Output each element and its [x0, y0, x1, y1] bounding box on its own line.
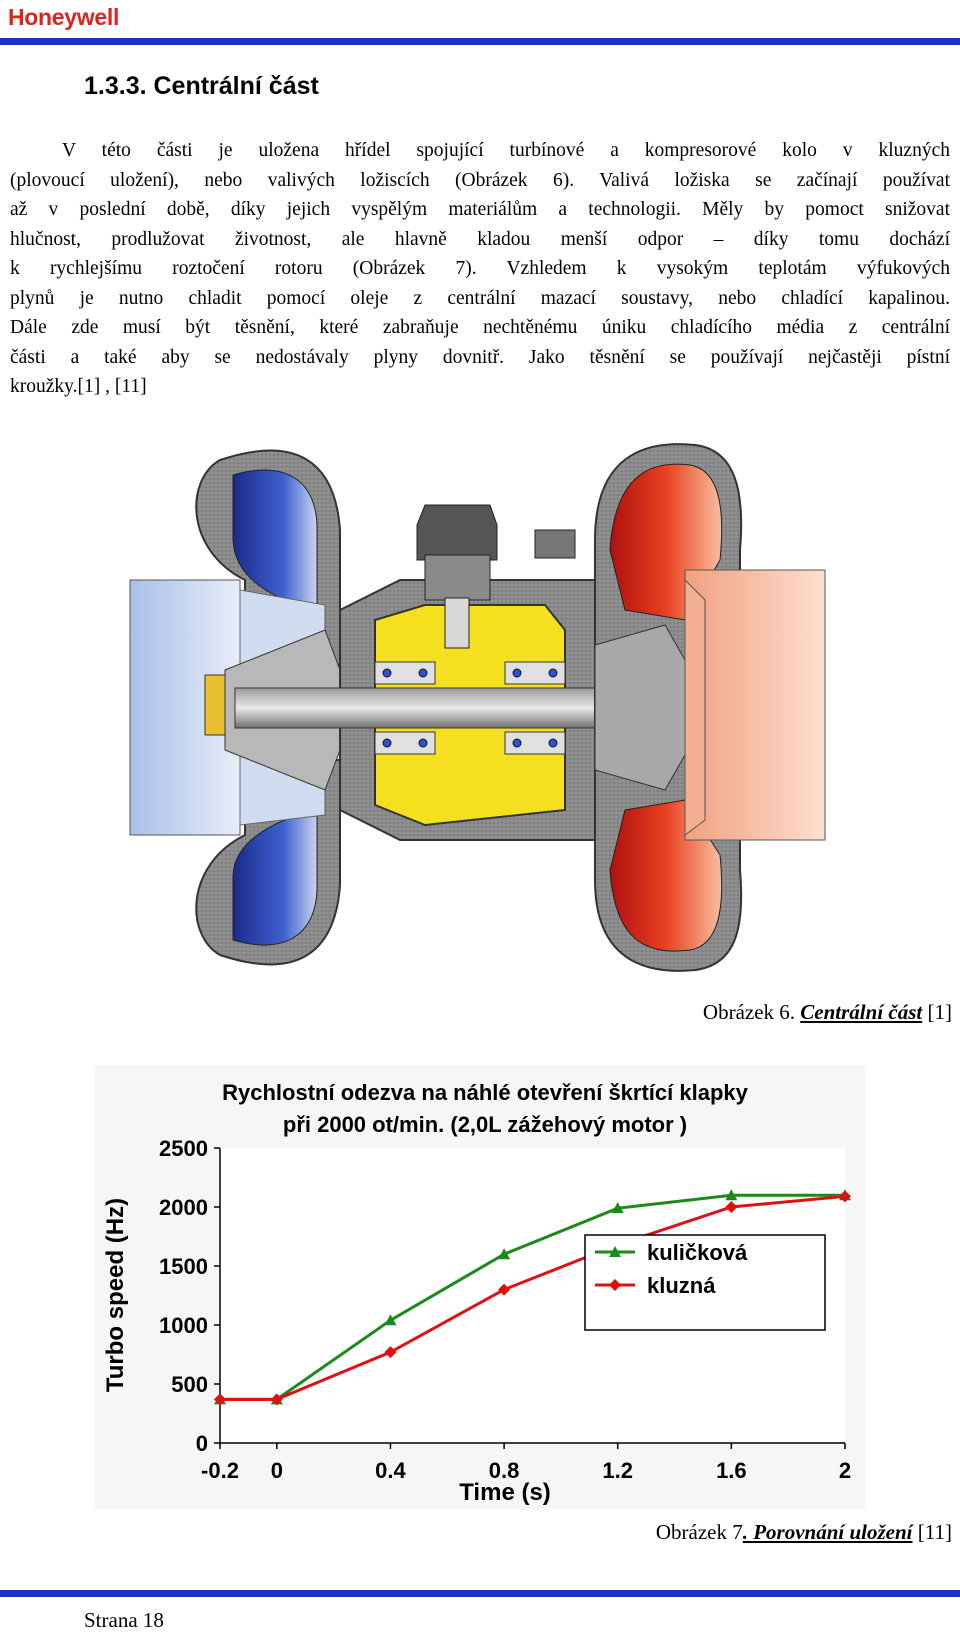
data-point-diamond	[270, 1393, 283, 1406]
y-tick-label: 500	[171, 1372, 208, 1397]
x-tick-label: 0.8	[489, 1458, 520, 1483]
paragraph-line: (plovoucí uložení), nebo valivých ložisc…	[10, 169, 950, 191]
footer-divider	[0, 1590, 960, 1597]
x-tick-label: -0.2	[201, 1458, 239, 1483]
x-axis-label: Time (s)	[459, 1479, 551, 1506]
data-point-triangle	[725, 1189, 738, 1201]
figure7-caption-ref: [11]	[912, 1520, 952, 1544]
chart-title: Rychlostní odezva na náhlé otevření škrt…	[222, 1080, 749, 1105]
page-number: Strana 18	[84, 1608, 164, 1632]
figure6-caption-prefix: Obrázek 6.	[702, 1000, 801, 1024]
paragraph-line: kroužky.[1] , [11]	[10, 376, 147, 397]
legend-label: kluzná	[647, 1273, 716, 1298]
figure7-caption-title: . Porovnání uložení	[742, 1520, 913, 1544]
paragraph-line: hlučnost, prodlužovat životnost, ale hla…	[10, 228, 950, 250]
figure7-caption: Obrázek 7. Porovnání uložení [11]	[656, 1520, 952, 1545]
y-tick-label: 1000	[159, 1313, 208, 1338]
figure7-caption-prefix: Obrázek 7	[655, 1520, 743, 1544]
data-point-diamond	[214, 1393, 226, 1406]
data-point-diamond	[384, 1346, 397, 1359]
x-tick-label: 0	[271, 1458, 283, 1483]
y-tick-label: 0	[196, 1431, 208, 1456]
paragraph-line: až v poslední době, díky jejich vyspělým…	[10, 199, 950, 220]
y-tick-label: 2500	[159, 1136, 208, 1161]
data-point-diamond	[839, 1190, 851, 1203]
y-tick-label: 1500	[159, 1254, 208, 1279]
data-point-triangle	[611, 1202, 624, 1214]
legend-label: kuličková	[647, 1240, 748, 1265]
data-point-triangle	[384, 1314, 397, 1326]
header-divider	[0, 38, 960, 45]
data-point-triangle	[609, 1246, 621, 1257]
x-tick-label: 1.6	[716, 1458, 747, 1483]
turbocharger-cross-section-image	[129, 443, 826, 972]
y-tick-label: 2000	[159, 1195, 208, 1220]
data-point-diamond	[725, 1201, 738, 1213]
data-point-diamond	[498, 1283, 511, 1296]
paragraph-line: plynů je nutno chladit pomocí oleje z ce…	[10, 287, 950, 309]
figure6-caption: Obrázek 6. Centrální část [1]	[703, 1000, 952, 1025]
paragraph-line: části a také aby se nedostávaly plyny do…	[10, 346, 950, 368]
figure6-caption-title: Centrální část	[800, 1000, 923, 1024]
x-tick-label: 2	[839, 1458, 851, 1483]
chart-subtitle: při 2000 ot/min. (2,0L zážehový motor )	[283, 1112, 687, 1137]
data-point-triangle	[498, 1248, 511, 1260]
y-axis-label: Turbo speed (Hz)	[102, 1198, 129, 1392]
paragraph-line: V této části je uložena hřídel spojující…	[62, 140, 950, 161]
body-paragraph: V této části je uložena hřídel spojující…	[10, 136, 950, 402]
x-tick-label: 0.4	[375, 1458, 406, 1483]
turbo-speed-chart: Rychlostní odezva na náhlé otevření škrt…	[95, 1065, 865, 1510]
figure6-caption-ref: [1]	[922, 1000, 953, 1024]
paragraph-line: k rychlejšímu roztočení rotoru (Obrázek …	[10, 258, 950, 279]
section-title: 1.3.3. Centrální část	[84, 72, 319, 100]
honeywell-logo: Honeywell	[8, 4, 120, 30]
x-tick-label: 1.2	[602, 1458, 633, 1483]
paragraph-line: Dále zde musí být těsnění, které zabraňu…	[10, 317, 950, 338]
data-point-diamond	[609, 1279, 621, 1291]
